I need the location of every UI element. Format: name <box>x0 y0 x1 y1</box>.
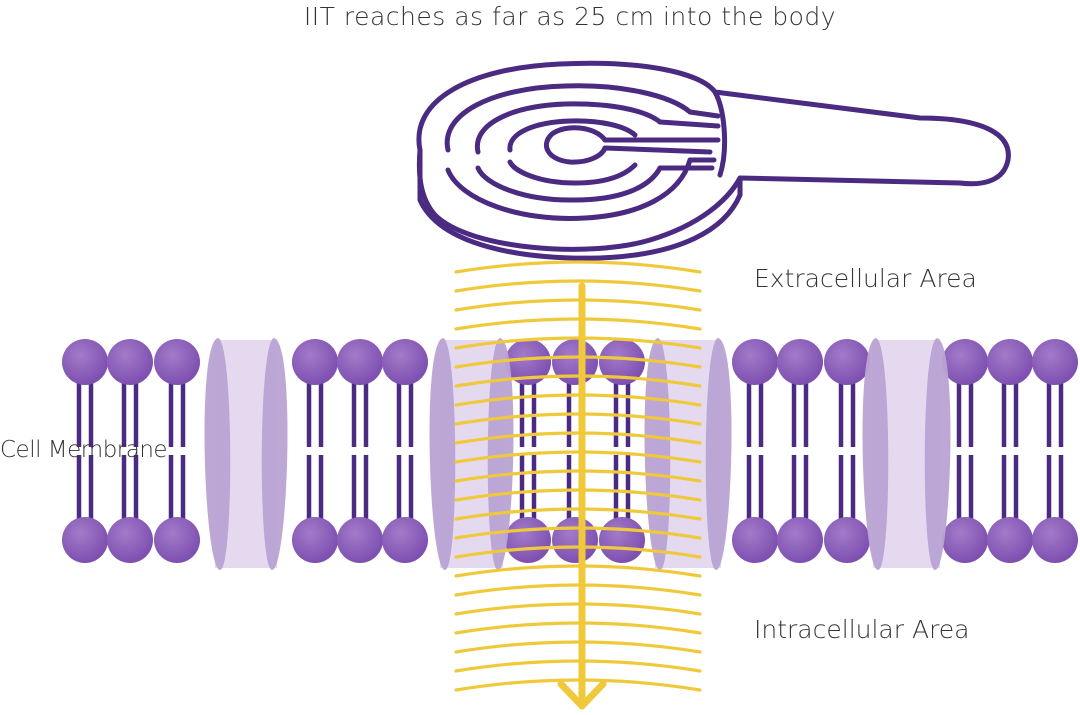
membrane-protein-channel <box>204 338 288 570</box>
field-wave-arc <box>454 469 702 483</box>
lipid-head <box>824 517 870 563</box>
lipid-head <box>777 339 823 385</box>
protein-helix <box>429 338 456 570</box>
field-wave-arc <box>454 602 702 616</box>
lipid-head <box>552 517 598 563</box>
field-wave-arc <box>454 431 702 445</box>
field-wave-arc <box>454 317 702 331</box>
lipid-head <box>987 517 1033 563</box>
lipid-head <box>942 517 988 563</box>
lipid-head <box>62 517 108 563</box>
lipid-head <box>62 339 108 385</box>
protein-helix <box>705 338 732 570</box>
lipid-head <box>942 339 988 385</box>
lipid-head <box>1032 339 1078 385</box>
field-wave-arc <box>454 678 702 692</box>
field-wave-arc <box>454 355 702 369</box>
lipid-head <box>292 339 338 385</box>
protein-helix <box>862 338 889 570</box>
membrane-protein-channel <box>644 338 732 570</box>
lipid-head <box>154 339 200 385</box>
field-wave-arc <box>454 298 702 312</box>
field-wave-arc <box>454 583 702 597</box>
lipid-head <box>987 339 1033 385</box>
lipid-head <box>337 517 383 563</box>
field-wave-arc <box>454 659 702 673</box>
protein-helix <box>924 338 951 570</box>
magnetic-field-waves <box>454 260 702 692</box>
lipid-head <box>107 517 153 563</box>
field-wave-arc <box>454 621 702 635</box>
field-wave-arc <box>454 279 702 293</box>
field-wave-arc <box>454 526 702 540</box>
extracellular-area-label: Extracellular Area <box>754 264 977 293</box>
lipid-head <box>382 517 428 563</box>
field-wave-arc <box>454 564 702 578</box>
protein-helix <box>204 338 231 570</box>
arrow-down-icon <box>557 282 607 710</box>
field-wave-arc <box>454 412 702 426</box>
field-wave-arc <box>454 640 702 654</box>
cell-membrane <box>62 338 1078 570</box>
lipid-head <box>337 339 383 385</box>
lipid-head <box>382 339 428 385</box>
lipid-head <box>732 339 778 385</box>
lipid-head <box>824 339 870 385</box>
protein-helix <box>261 338 288 570</box>
lipid-head <box>505 517 551 563</box>
field-wave-arc <box>454 393 702 407</box>
page-title: IIT reaches as far as 25 cm into the bod… <box>303 2 837 31</box>
lipid-head <box>1032 517 1078 563</box>
lipid-head <box>732 517 778 563</box>
field-wave-arc <box>454 545 702 559</box>
lipid-head <box>292 517 338 563</box>
cell-membrane-label: Cell Membrane <box>0 437 168 463</box>
lipid-head <box>107 339 153 385</box>
field-wave-arc <box>454 374 702 388</box>
protein-body <box>440 340 503 568</box>
field-wave-arc <box>454 488 702 502</box>
protein-body <box>873 340 940 568</box>
field-wave-arc <box>454 450 702 464</box>
field-wave-arc <box>454 260 702 274</box>
lipid-head <box>552 339 598 385</box>
protein-body <box>215 340 277 568</box>
lipid-head <box>599 339 645 385</box>
lipid-head <box>599 517 645 563</box>
lipid-head <box>505 339 551 385</box>
membrane-protein-channel <box>862 338 951 570</box>
lipid-head <box>777 517 823 563</box>
lipid-head <box>154 517 200 563</box>
protein-body <box>655 340 721 568</box>
intracellular-area-label: Intracellular Area <box>754 615 970 644</box>
field-wave-arc <box>454 336 702 350</box>
field-wave-arc <box>454 507 702 521</box>
magnetic-coil-device-icon <box>416 60 1011 261</box>
